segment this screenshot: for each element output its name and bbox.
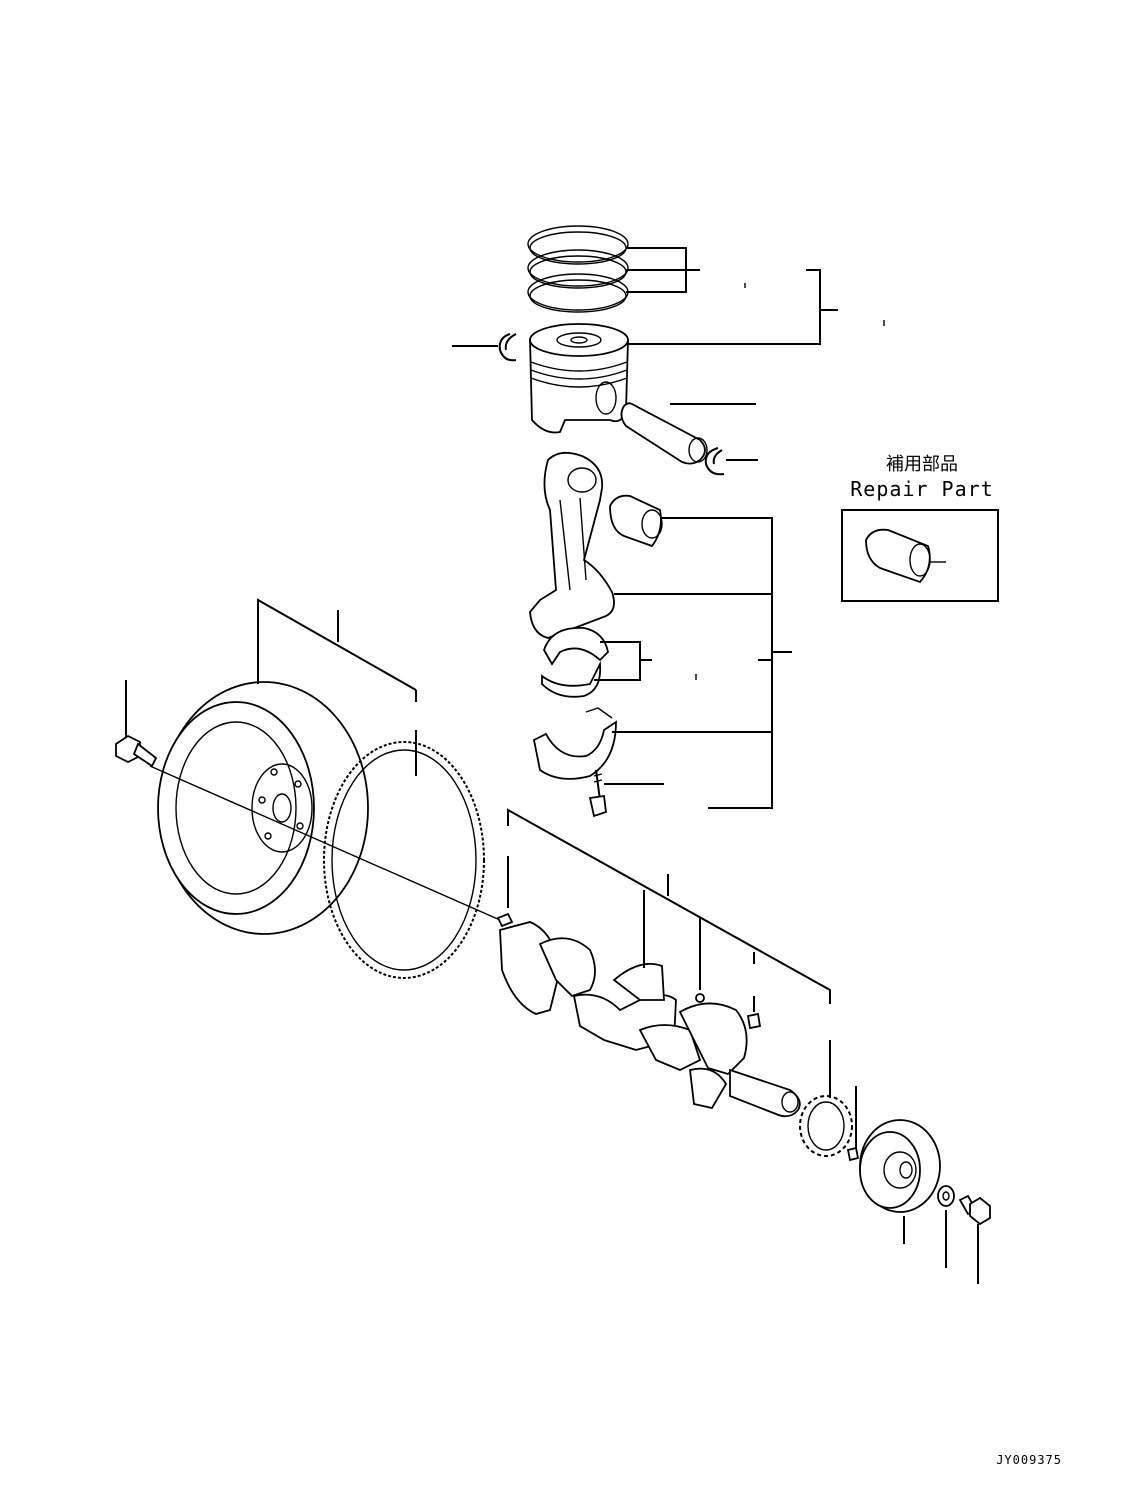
ring-gear-icon[interactable] (323, 741, 485, 979)
piston-icon[interactable] (529, 323, 629, 434)
rod-cap-icon[interactable] (532, 707, 617, 780)
washer-icon[interactable] (937, 1185, 955, 1207)
piston-ring-icon[interactable] (527, 225, 629, 313)
bolt-icon[interactable] (115, 734, 158, 768)
gear-icon[interactable] (799, 1095, 853, 1157)
bolt-icon[interactable] (958, 1194, 991, 1226)
crankshaft-icon[interactable] (499, 921, 801, 1118)
repair-part-title-jp: 補用部品 (886, 454, 958, 475)
bearing-icon[interactable] (541, 627, 609, 698)
flywheel-icon[interactable] (157, 681, 369, 935)
drawing-code: JY009375 (996, 1453, 1062, 1467)
pin-icon[interactable] (846, 1146, 860, 1162)
repair-part-box: 補用部品 Repair Part (841, 454, 999, 602)
pulley-icon[interactable] (859, 1119, 941, 1213)
snap-ring-icon[interactable] (704, 447, 725, 476)
connecting-rod-icon[interactable] (529, 451, 615, 639)
piston-pin-icon[interactable] (620, 402, 708, 465)
bushing-icon[interactable] (609, 494, 663, 548)
key-icon[interactable] (746, 1012, 762, 1030)
repair-part-title-en: Repair Part (850, 477, 993, 501)
plug-icon[interactable] (695, 993, 705, 1003)
leader-lines (125, 247, 979, 1284)
bushing-icon[interactable] (865, 528, 931, 584)
pin-icon[interactable] (496, 912, 514, 928)
bolt-icon[interactable] (588, 769, 607, 818)
snap-ring-icon[interactable] (498, 333, 517, 362)
